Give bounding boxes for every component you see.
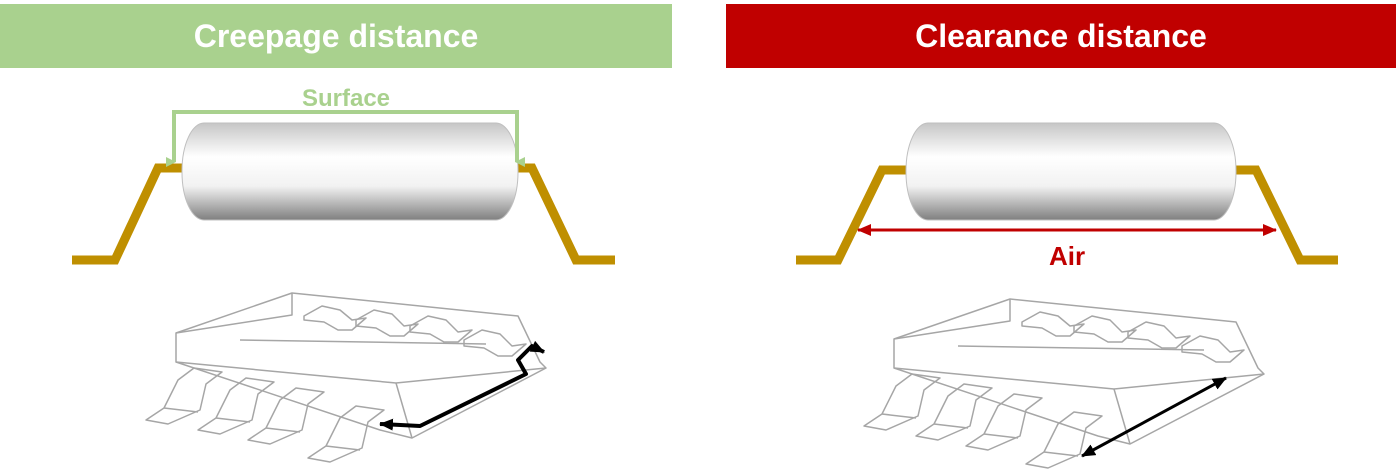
clearance-title-banner: Clearance distance [726,4,1396,68]
component-body [181,122,519,221]
front-lead-1 [863,373,941,431]
right-lead [1232,165,1338,265]
left-lead [796,165,908,265]
clearance-path-arrow [1081,376,1227,458]
air-label: Air [1049,241,1085,271]
clearance-title: Clearance distance [915,17,1207,54]
surface-path-arrow [166,110,525,167]
front-lead-3 [965,393,1043,451]
creepage-package-view [145,292,547,463]
back-lead-4 [463,329,527,357]
front-lead-3 [247,387,325,445]
left-lead [72,163,186,265]
clearance-package-view [863,298,1265,469]
back-lead-2 [355,309,419,337]
back-lead-2 [1073,315,1137,343]
back-lead-3 [409,315,473,343]
front-lead-2 [197,377,275,435]
creepage-title: Creepage distance [193,17,479,54]
front-lead-2 [915,383,993,441]
creepage-path-arrow [379,340,545,431]
package-outline [175,292,547,439]
creepage-side-view: Surface [72,85,615,265]
surface-label: Surface [302,85,390,112]
package-outline [893,298,1265,445]
right-lead [512,163,615,265]
creepage-title-banner: Creepage distance [0,4,672,68]
back-lead-1 [303,305,367,331]
front-lead-4 [307,405,385,463]
clearance-side-view: Air [796,122,1338,271]
back-lead-3 [1127,321,1191,349]
back-lead-4 [1181,335,1245,363]
front-lead-4 [1025,411,1103,469]
back-lead-1 [1021,311,1085,337]
component-body [905,122,1237,221]
front-lead-1 [145,367,223,425]
